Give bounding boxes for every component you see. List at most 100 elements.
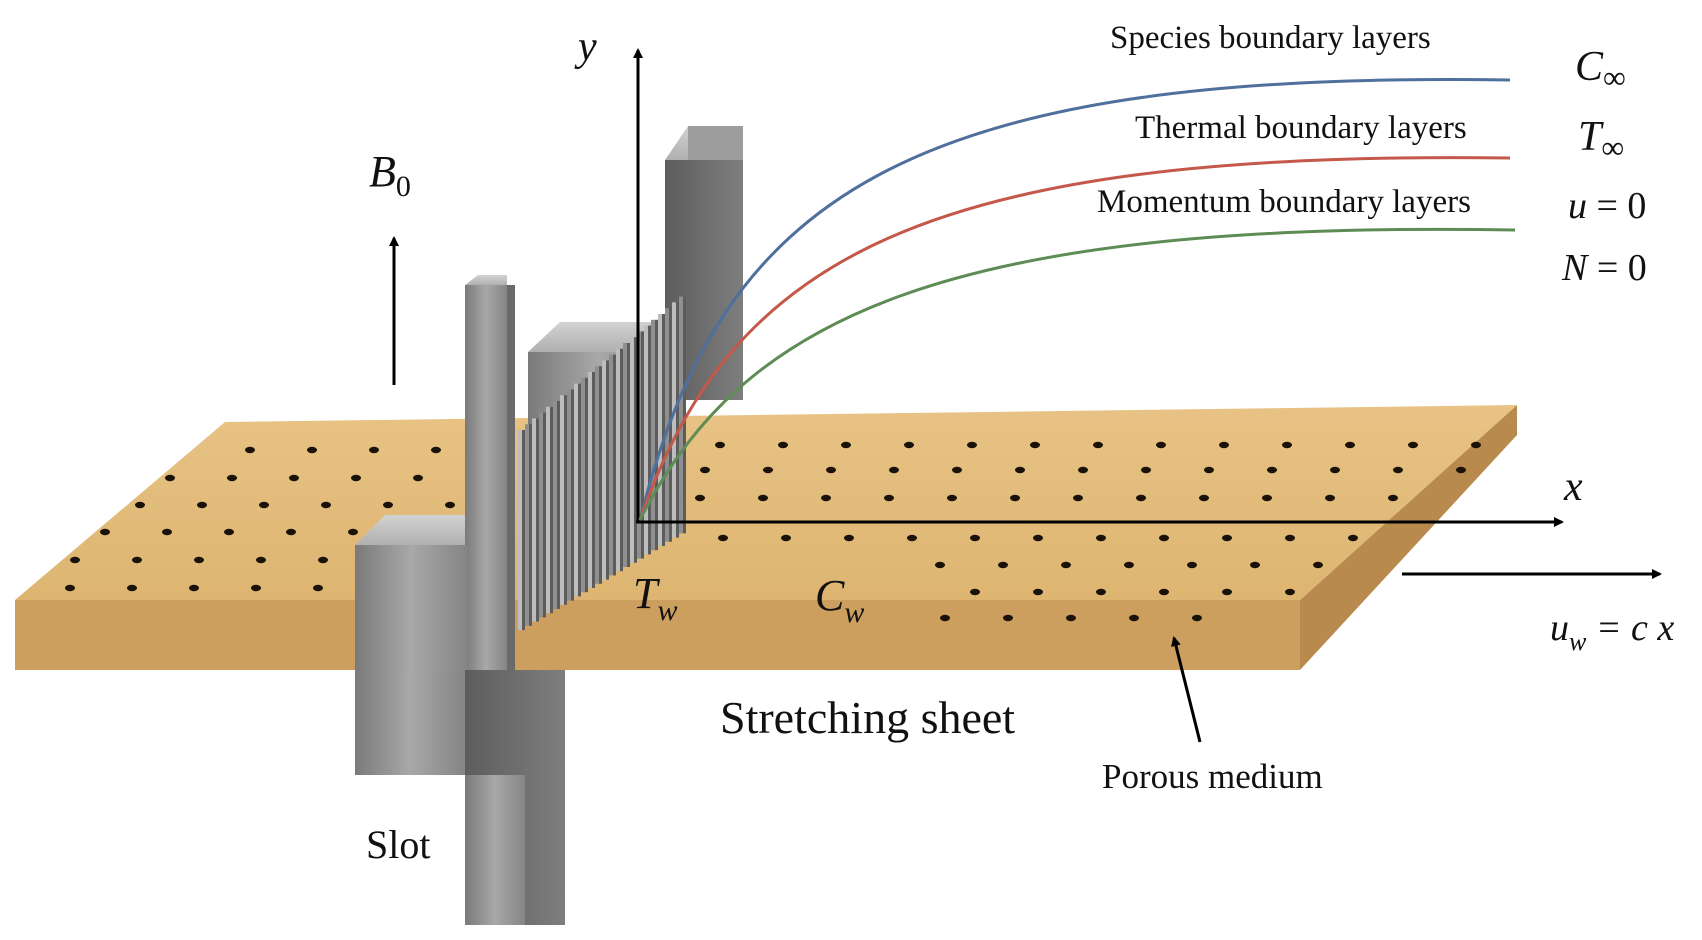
pore-hole	[715, 441, 725, 449]
pore-hole	[1129, 614, 1139, 622]
comb-fin	[644, 325, 648, 555]
pore-hole	[1136, 494, 1146, 502]
pore-hole	[763, 466, 773, 474]
comb-fin	[595, 366, 599, 584]
pore-hole	[1156, 441, 1166, 449]
pore-hole	[1061, 561, 1071, 569]
wall-concentration-label: Cw	[815, 571, 864, 629]
c-infinity-label: C∞	[1575, 44, 1626, 95]
pore-hole	[1393, 466, 1403, 474]
comb-fin-shadow	[606, 360, 609, 580]
comb-fin	[588, 372, 592, 588]
pore-hole	[1003, 614, 1013, 622]
pore-hole	[1471, 441, 1481, 449]
stretching-sheet-label: Stretching sheet	[720, 692, 1015, 743]
pore-hole	[1325, 494, 1335, 502]
u-condition-label: u = 0	[1568, 185, 1646, 227]
pore-hole	[1159, 588, 1169, 596]
pore-hole	[947, 494, 957, 502]
pore-hole	[1267, 466, 1277, 474]
pore-hole	[1222, 534, 1232, 542]
momentum-boundary-label: Momentum boundary layers	[1097, 184, 1471, 220]
pore-hole	[1345, 441, 1355, 449]
pore-hole	[165, 474, 175, 482]
pore-hole	[445, 501, 455, 509]
comb-fin	[581, 377, 585, 593]
pore-hole	[189, 584, 199, 592]
pore-hole	[1033, 534, 1043, 542]
wall-temperature-label: Tw	[633, 569, 678, 627]
comb-fin-shadow	[655, 319, 658, 551]
pore-hole	[1015, 466, 1025, 474]
comb-fin-shadow	[683, 296, 686, 534]
comb-fin	[525, 424, 529, 626]
comb-fin-shadow	[676, 302, 679, 538]
comb-fin	[658, 314, 662, 546]
pore-hole	[940, 614, 950, 622]
pore-hole	[127, 584, 137, 592]
slot-block	[355, 665, 565, 925]
pore-hole	[1187, 561, 1197, 569]
pore-hole	[227, 474, 237, 482]
comb-fin-shadow	[536, 418, 539, 622]
pore-hole	[197, 501, 207, 509]
pore-hole	[1096, 534, 1106, 542]
pore-hole	[844, 534, 854, 542]
pore-hole	[351, 474, 361, 482]
pore-hole	[967, 441, 977, 449]
pore-hole	[307, 446, 317, 454]
pore-hole	[286, 528, 296, 536]
n-condition-label: N = 0	[1561, 247, 1647, 289]
slot-comb-fins	[518, 296, 686, 630]
comb-fin-shadow	[627, 343, 630, 567]
comb-fin-shadow	[641, 331, 644, 559]
pore-hole	[970, 588, 980, 596]
pore-hole	[259, 501, 269, 509]
comb-fin	[623, 343, 627, 567]
pore-hole	[318, 556, 328, 564]
comb-fin	[567, 389, 571, 601]
comb-fin-shadow	[522, 430, 525, 630]
pore-hole	[884, 494, 894, 502]
slot-label: Slot	[366, 822, 430, 867]
pore-hole	[369, 446, 379, 454]
pore-hole	[1250, 561, 1260, 569]
pore-hole	[1388, 494, 1398, 502]
comb-fin	[651, 319, 655, 551]
comb-fin-shadow	[529, 424, 532, 626]
comb-fin	[539, 412, 543, 618]
stretching-velocity-label: uw = c x	[1550, 607, 1674, 656]
pore-hole	[132, 556, 142, 564]
pore-hole	[289, 474, 299, 482]
stretching-sheet	[15, 405, 1517, 670]
pore-hole	[1262, 494, 1272, 502]
comb-fin	[574, 383, 578, 597]
pore-hole	[1285, 588, 1295, 596]
pore-hole	[889, 466, 899, 474]
pore-hole	[321, 501, 331, 509]
pore-hole	[1159, 534, 1169, 542]
pore-hole	[998, 561, 1008, 569]
pore-hole	[1010, 494, 1020, 502]
comb-fin-shadow	[550, 406, 553, 614]
pore-hole	[1456, 466, 1466, 474]
pore-hole	[70, 556, 80, 564]
pore-hole	[313, 584, 323, 592]
pore-hole	[1078, 466, 1088, 474]
pore-hole	[413, 474, 423, 482]
comb-fin	[602, 360, 606, 580]
pore-hole	[1093, 441, 1103, 449]
comb-fin-shadow	[557, 401, 560, 609]
x-axis-label: x	[1563, 464, 1583, 510]
pore-hole	[718, 534, 728, 542]
comb-fin-shadow	[634, 337, 637, 563]
pore-hole	[1330, 466, 1340, 474]
sheet-front-edge	[15, 600, 1300, 670]
pore-hole	[1199, 494, 1209, 502]
pore-hole	[100, 528, 110, 536]
pore-hole	[431, 446, 441, 454]
comb-fin	[546, 406, 550, 614]
comb-fin	[553, 401, 557, 609]
comb-fin	[560, 395, 564, 605]
